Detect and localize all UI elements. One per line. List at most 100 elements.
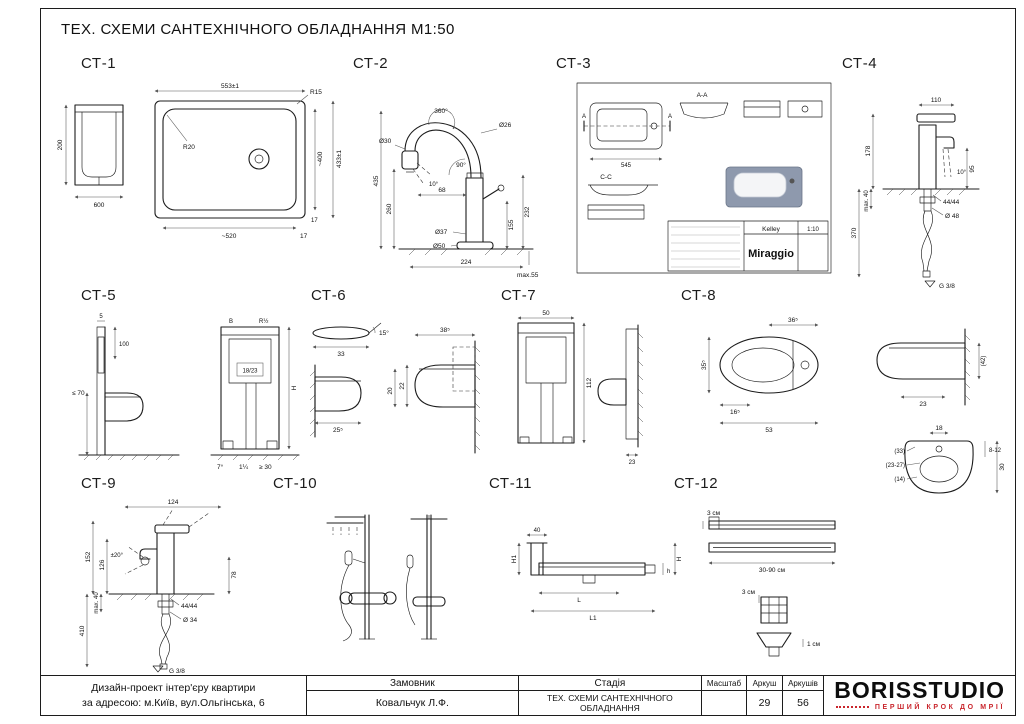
scheme-ct3: СТ-3 A A 545 A-A bbox=[556, 55, 834, 277]
title-block: Дизайн-проект інтер'єру квартири за адре… bbox=[41, 675, 1015, 715]
title-block-sheet: Аркуш 29 bbox=[746, 676, 782, 715]
title-block-customer: Замовник Ковальчук Л.Ф. bbox=[305, 676, 519, 715]
dim-label: 1 см bbox=[807, 641, 821, 648]
ct12-channel-profile: 3 см bbox=[702, 510, 836, 530]
dim-label: L1 bbox=[589, 615, 597, 622]
dim-label: Ø30 bbox=[379, 138, 392, 145]
dim-label: ~400 bbox=[317, 151, 324, 166]
page-title: ТЕХ. СХЕМИ САНТЕХНІЧНОГО ОБЛАДНАННЯ М1:5… bbox=[61, 21, 455, 38]
ct5-front-view bbox=[210, 326, 300, 461]
brand-name: Miraggio bbox=[748, 248, 794, 260]
studio-tagline: ПЕРШИЙ КРОК ДО МРІЇ bbox=[834, 704, 1005, 711]
dim-label: 35⁵ bbox=[701, 360, 708, 370]
dim-label: 224 bbox=[461, 259, 472, 266]
ct9-drawing: 124 152 126 ±20° 78 44/44 Ø 34 410 max. … bbox=[79, 499, 238, 675]
dim-label: (14) bbox=[894, 477, 905, 483]
ct6-seat-profile: 15° 33 bbox=[312, 322, 389, 358]
ct7-drawing: 50 112 23 bbox=[517, 310, 644, 466]
scheme-ct12: СТ-12 3 см 30-90 см 3 см bbox=[674, 475, 854, 667]
ct9-dimensions: 124 152 126 ±20° 78 44/44 Ø 34 410 max. … bbox=[79, 499, 238, 675]
dim-label: (33) bbox=[894, 449, 905, 455]
scheme-ct2: СТ-2 360° Ø26 bbox=[353, 55, 561, 286]
ct5-side-dimensions: 5 100 ≤ 70 bbox=[72, 314, 130, 456]
ct3-section-aa: A-A bbox=[679, 92, 823, 119]
scheme-ct8-label: СТ-8 bbox=[681, 287, 717, 304]
scheme-ct1: СТ-1 200 600 553±1 bbox=[57, 55, 351, 240]
dim-label: 20 bbox=[387, 387, 394, 395]
sheet-value: 29 bbox=[758, 697, 771, 709]
ct3-render-view bbox=[725, 166, 803, 208]
ct2-dimensions: 360° Ø26 Ø30 90° 10° 435 260 68 155 232 … bbox=[373, 107, 539, 279]
section-label: A-A bbox=[697, 92, 709, 99]
dim-label: 18 bbox=[935, 425, 943, 432]
dim-label: 124 bbox=[168, 499, 179, 506]
ct3-section-cc: C-C bbox=[587, 174, 658, 220]
dim-label: max.55 bbox=[517, 272, 539, 279]
dim-label: max. 40 bbox=[94, 592, 100, 614]
ct6-drawing: 15° 33 25⁵ 38⁵ 22 bbox=[309, 322, 481, 454]
section-mark: A bbox=[582, 114, 586, 120]
scale-value: 1:10 bbox=[807, 227, 819, 233]
dim-label: 33 bbox=[337, 351, 345, 358]
ct6-toilet-right: 38⁵ 22 20 bbox=[387, 327, 481, 454]
dim-label: 178 bbox=[865, 145, 872, 156]
dim-label: 68 bbox=[438, 187, 446, 194]
dim-label: 3 см bbox=[742, 589, 756, 596]
scheme-ct5: СТ-5 5 100 ≤ 70 bbox=[72, 287, 306, 473]
ct1-top-view bbox=[154, 100, 306, 219]
ct10-shower-column-left bbox=[326, 514, 397, 642]
sheets-label: Аркушів bbox=[782, 676, 824, 691]
dim-label: 1¼ bbox=[239, 464, 249, 471]
ct12-drawing: 3 см 30-90 см 3 см 1 см bbox=[702, 510, 836, 657]
ct3-title-block: Kelley Miraggio 1:10 bbox=[667, 220, 829, 272]
dim-label: 17 bbox=[300, 233, 308, 240]
dim-label: 23 bbox=[919, 401, 927, 408]
studio-logo-text: BORISSTUDIO bbox=[834, 677, 1005, 703]
scale-label: Масштаб bbox=[701, 676, 747, 691]
scheme-ct7: СТ-7 50 112 23 bbox=[501, 287, 671, 466]
dim-label: Ø50 bbox=[433, 243, 446, 250]
dim-label: 22 bbox=[399, 382, 406, 390]
dim-label: Ø 34 bbox=[183, 617, 197, 624]
ct12-channel-plan: 30-90 см bbox=[708, 542, 836, 574]
scheme-ct1-label: СТ-1 bbox=[81, 55, 117, 72]
ct11-drawing: 40 H1 L L1 h H bbox=[511, 528, 683, 622]
dim-label: 10° bbox=[429, 182, 439, 188]
dim-label: 8-12 bbox=[989, 448, 1002, 454]
scheme-ct4-label: СТ-4 bbox=[842, 55, 878, 72]
customer-label: Замовник bbox=[306, 676, 519, 691]
dim-label: 16⁵ bbox=[730, 409, 740, 416]
ct11-drain-profile bbox=[526, 542, 656, 584]
dim-label: Ø 48 bbox=[945, 213, 959, 220]
dim-label: H bbox=[676, 556, 683, 561]
dim-label: 545 bbox=[621, 163, 632, 169]
ct8-side-view: (42) 23 bbox=[876, 328, 987, 408]
dim-label: 30-90 см bbox=[759, 567, 786, 574]
ct1-top-dimensions: 553±1 R15 ~400 433±1 R20 ~520 17 17 bbox=[154, 83, 343, 240]
ct8-drawing: 36⁵ 35⁵ 16⁵ 53 (42) 23 bbox=[701, 317, 1006, 494]
scheme-ct6-label: СТ-6 bbox=[311, 287, 347, 304]
scheme-ct7-label: СТ-7 bbox=[501, 287, 537, 304]
scheme-ct3-label: СТ-3 bbox=[556, 55, 592, 72]
dim-label: 53 bbox=[765, 427, 773, 434]
dim-label: 100 bbox=[119, 342, 130, 348]
dim-label: 90° bbox=[456, 161, 466, 169]
section-label: C-C bbox=[600, 174, 612, 181]
ct5-front-dimensions: B R½ 18/23 H 7° 1¼ ≥ 30 bbox=[217, 318, 298, 471]
dim-label: Ø37 bbox=[435, 229, 448, 236]
ct6-toilet-left: 25⁵ bbox=[309, 364, 362, 438]
dim-label: 40 bbox=[534, 528, 541, 534]
ct5-drawing: 5 100 ≤ 70 B R½ 18/23 bbox=[72, 314, 300, 471]
dim-label: 25⁵ bbox=[333, 427, 343, 434]
scheme-ct11-label: СТ-11 bbox=[489, 475, 533, 492]
dim-label: 10° bbox=[957, 170, 967, 176]
scheme-ct12-label: СТ-12 bbox=[674, 475, 719, 492]
title-block-project: Дизайн-проект інтер'єру квартири за адре… bbox=[41, 676, 306, 715]
dim-label: 155 bbox=[508, 219, 515, 230]
title-block-stage: Стадія ТЕХ. СХЕМИ САНТЕХНІЧНОГО ОБЛАДНАН… bbox=[518, 676, 701, 715]
dim-label: 152 bbox=[85, 551, 92, 562]
scheme-ct2-label: СТ-2 bbox=[353, 55, 389, 72]
dim-label: 126 bbox=[99, 559, 106, 570]
dim-label: R20 bbox=[183, 144, 195, 151]
ct5-side-view bbox=[78, 326, 180, 461]
